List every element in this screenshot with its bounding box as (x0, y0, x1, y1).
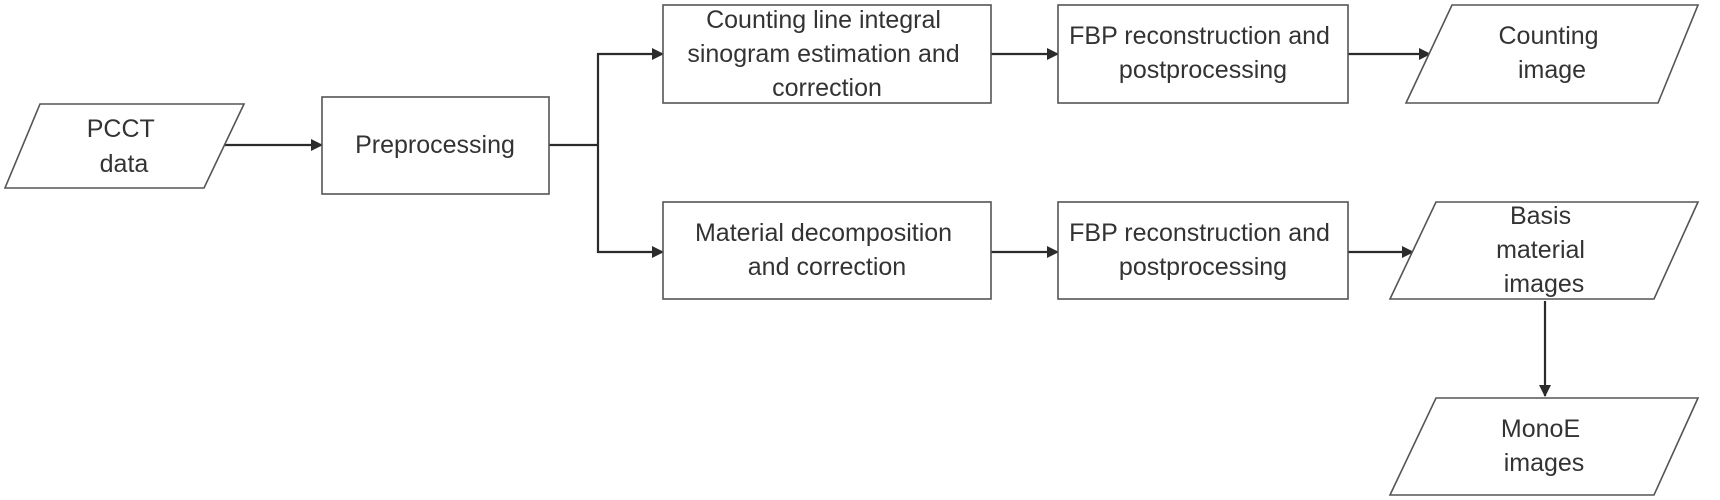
counting-sinogram-line-3: correction (772, 74, 882, 102)
monoe-images-node: MonoE images (1388, 397, 1700, 496)
material-decomposition-shape (662, 201, 992, 300)
counting-sinogram-line-2: sinogram estimation and (687, 40, 959, 68)
fbp-top-node: FBP reconstruction and postprocessing (1057, 4, 1349, 104)
pcct-data-label: PCCT data (87, 115, 162, 178)
pcct-data-line-2: data (100, 150, 149, 178)
fbp-bottom-label: FBP reconstruction and postprocessing (1069, 219, 1337, 281)
fbp-bottom-line-2: postprocessing (1119, 253, 1287, 281)
material-decomposition-line-2: and correction (748, 253, 906, 281)
fbp-top-shape (1057, 4, 1349, 104)
material-decomposition-label: Material decomposition and correction (695, 219, 959, 281)
fbp-bottom-node: FBP reconstruction and postprocessing (1057, 201, 1349, 300)
basis-material-images-line-3: images (1504, 270, 1585, 298)
pcct-data-line-1: PCCT (87, 115, 155, 143)
monoe-images-label: MonoE images (1501, 415, 1587, 477)
counting-sinogram-node: Counting line integral sinogram estimati… (662, 4, 992, 104)
counting-sinogram-line-1: Counting line integral (706, 6, 941, 34)
fbp-top-line-2: postprocessing (1119, 56, 1287, 84)
preprocessing-label: Preprocessing (355, 131, 515, 159)
monoe-images-line-2: images (1504, 449, 1585, 477)
basis-material-images-node: Basis material images (1388, 201, 1700, 300)
preprocessing-node: Preprocessing (321, 96, 550, 195)
counting-image-node: Counting image (1404, 4, 1700, 104)
arrow-split-to-counting-sinogram (596, 48, 664, 145)
pcct-data-node: PCCT data (3, 103, 246, 189)
pcct-data-shape (3, 103, 246, 189)
counting-image-line-2: image (1518, 56, 1586, 84)
preprocessing-shape (321, 96, 550, 195)
material-decomposition-line-1: Material decomposition (695, 219, 952, 247)
arrow-split-to-material-decomposition (596, 145, 664, 258)
basis-material-images-line-1: Basis (1510, 202, 1571, 230)
counting-image-line-1: Counting (1498, 22, 1598, 50)
monoe-images-shape (1388, 397, 1700, 496)
fbp-top-line-1: FBP reconstruction and (1069, 22, 1330, 50)
fbp-bottom-shape (1057, 201, 1349, 300)
monoe-images-line-1: MonoE (1501, 415, 1580, 443)
counting-image-shape (1404, 4, 1700, 104)
fbp-top-label: FBP reconstruction and postprocessing (1069, 22, 1337, 84)
connectors (224, 48, 1551, 397)
counting-sinogram-shape (662, 4, 992, 104)
material-decomposition-node: Material decomposition and correction (662, 201, 992, 300)
basis-material-images-shape (1388, 201, 1700, 300)
preprocessing-line-1: Preprocessing (355, 131, 515, 159)
basis-material-images-line-2: material (1496, 236, 1585, 264)
basis-material-images-label: Basis material images (1496, 202, 1592, 298)
fbp-bottom-line-1: FBP reconstruction and (1069, 219, 1330, 247)
counting-sinogram-label: Counting line integral sinogram estimati… (687, 6, 966, 102)
counting-image-label: Counting image (1498, 22, 1605, 84)
